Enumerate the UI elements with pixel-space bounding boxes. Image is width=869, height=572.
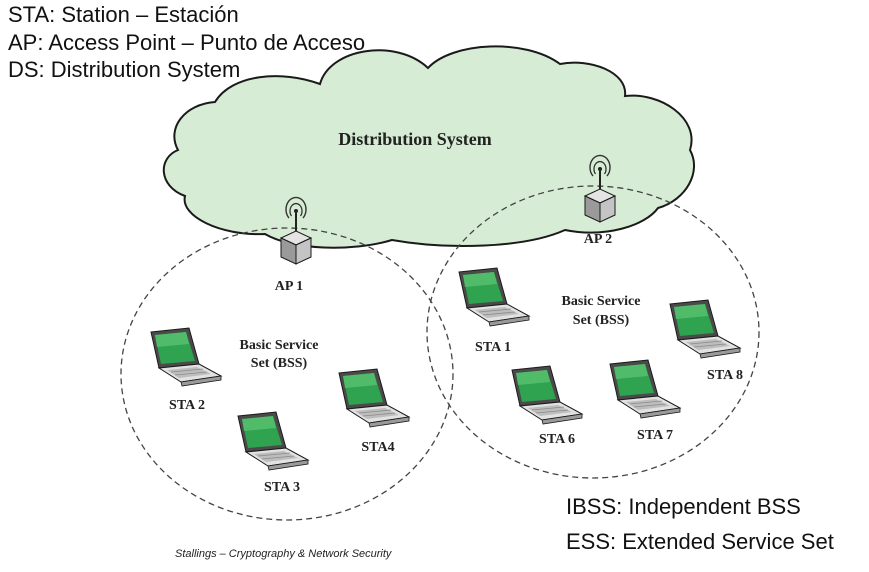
note-ess: ESS: Extended Service Set (566, 529, 834, 554)
bss-left-label-line2: Set (BSS) (251, 356, 308, 371)
station-1-laptop-icon (458, 267, 530, 327)
station-3-laptop-icon (237, 411, 309, 471)
ap-2-label: AP 2 (584, 232, 612, 247)
bss-right-label-line2: Set (BSS) (573, 313, 630, 328)
legend-ap: AP: Access Point – Punto de Acceso (8, 30, 366, 55)
station-2-label: STA 2 (169, 398, 205, 413)
bss-left-boundary (120, 227, 454, 521)
bss-left-label-line1: Basic Service (240, 338, 319, 353)
legend-ds: DS: Distribution System (8, 57, 241, 82)
note-ibss: IBSS: Independent BSS (566, 494, 801, 519)
bss-right-boundary (426, 185, 760, 479)
station-7-label: STA 7 (637, 428, 673, 443)
station-1-label: STA 1 (475, 340, 511, 355)
station-6-label: STA 6 (539, 432, 575, 447)
station-8-laptop-icon (669, 299, 741, 359)
bss-right-label-line1: Basic Service (562, 294, 641, 309)
station-8-label: STA 8 (707, 368, 743, 383)
station-7-laptop-icon (609, 359, 681, 419)
cloud-label: Distribution System (338, 129, 492, 149)
station-2-laptop-icon (150, 327, 222, 387)
legend-sta: STA: Station – Estación (8, 2, 239, 27)
station-6-laptop-icon (511, 365, 583, 425)
source-credit: Stallings – Cryptography & Network Secur… (175, 548, 392, 560)
station-4-label: STA4 (361, 440, 394, 455)
ap-1-label: AP 1 (275, 279, 303, 294)
station-4-laptop-icon (338, 368, 410, 428)
station-3-label: STA 3 (264, 480, 300, 495)
